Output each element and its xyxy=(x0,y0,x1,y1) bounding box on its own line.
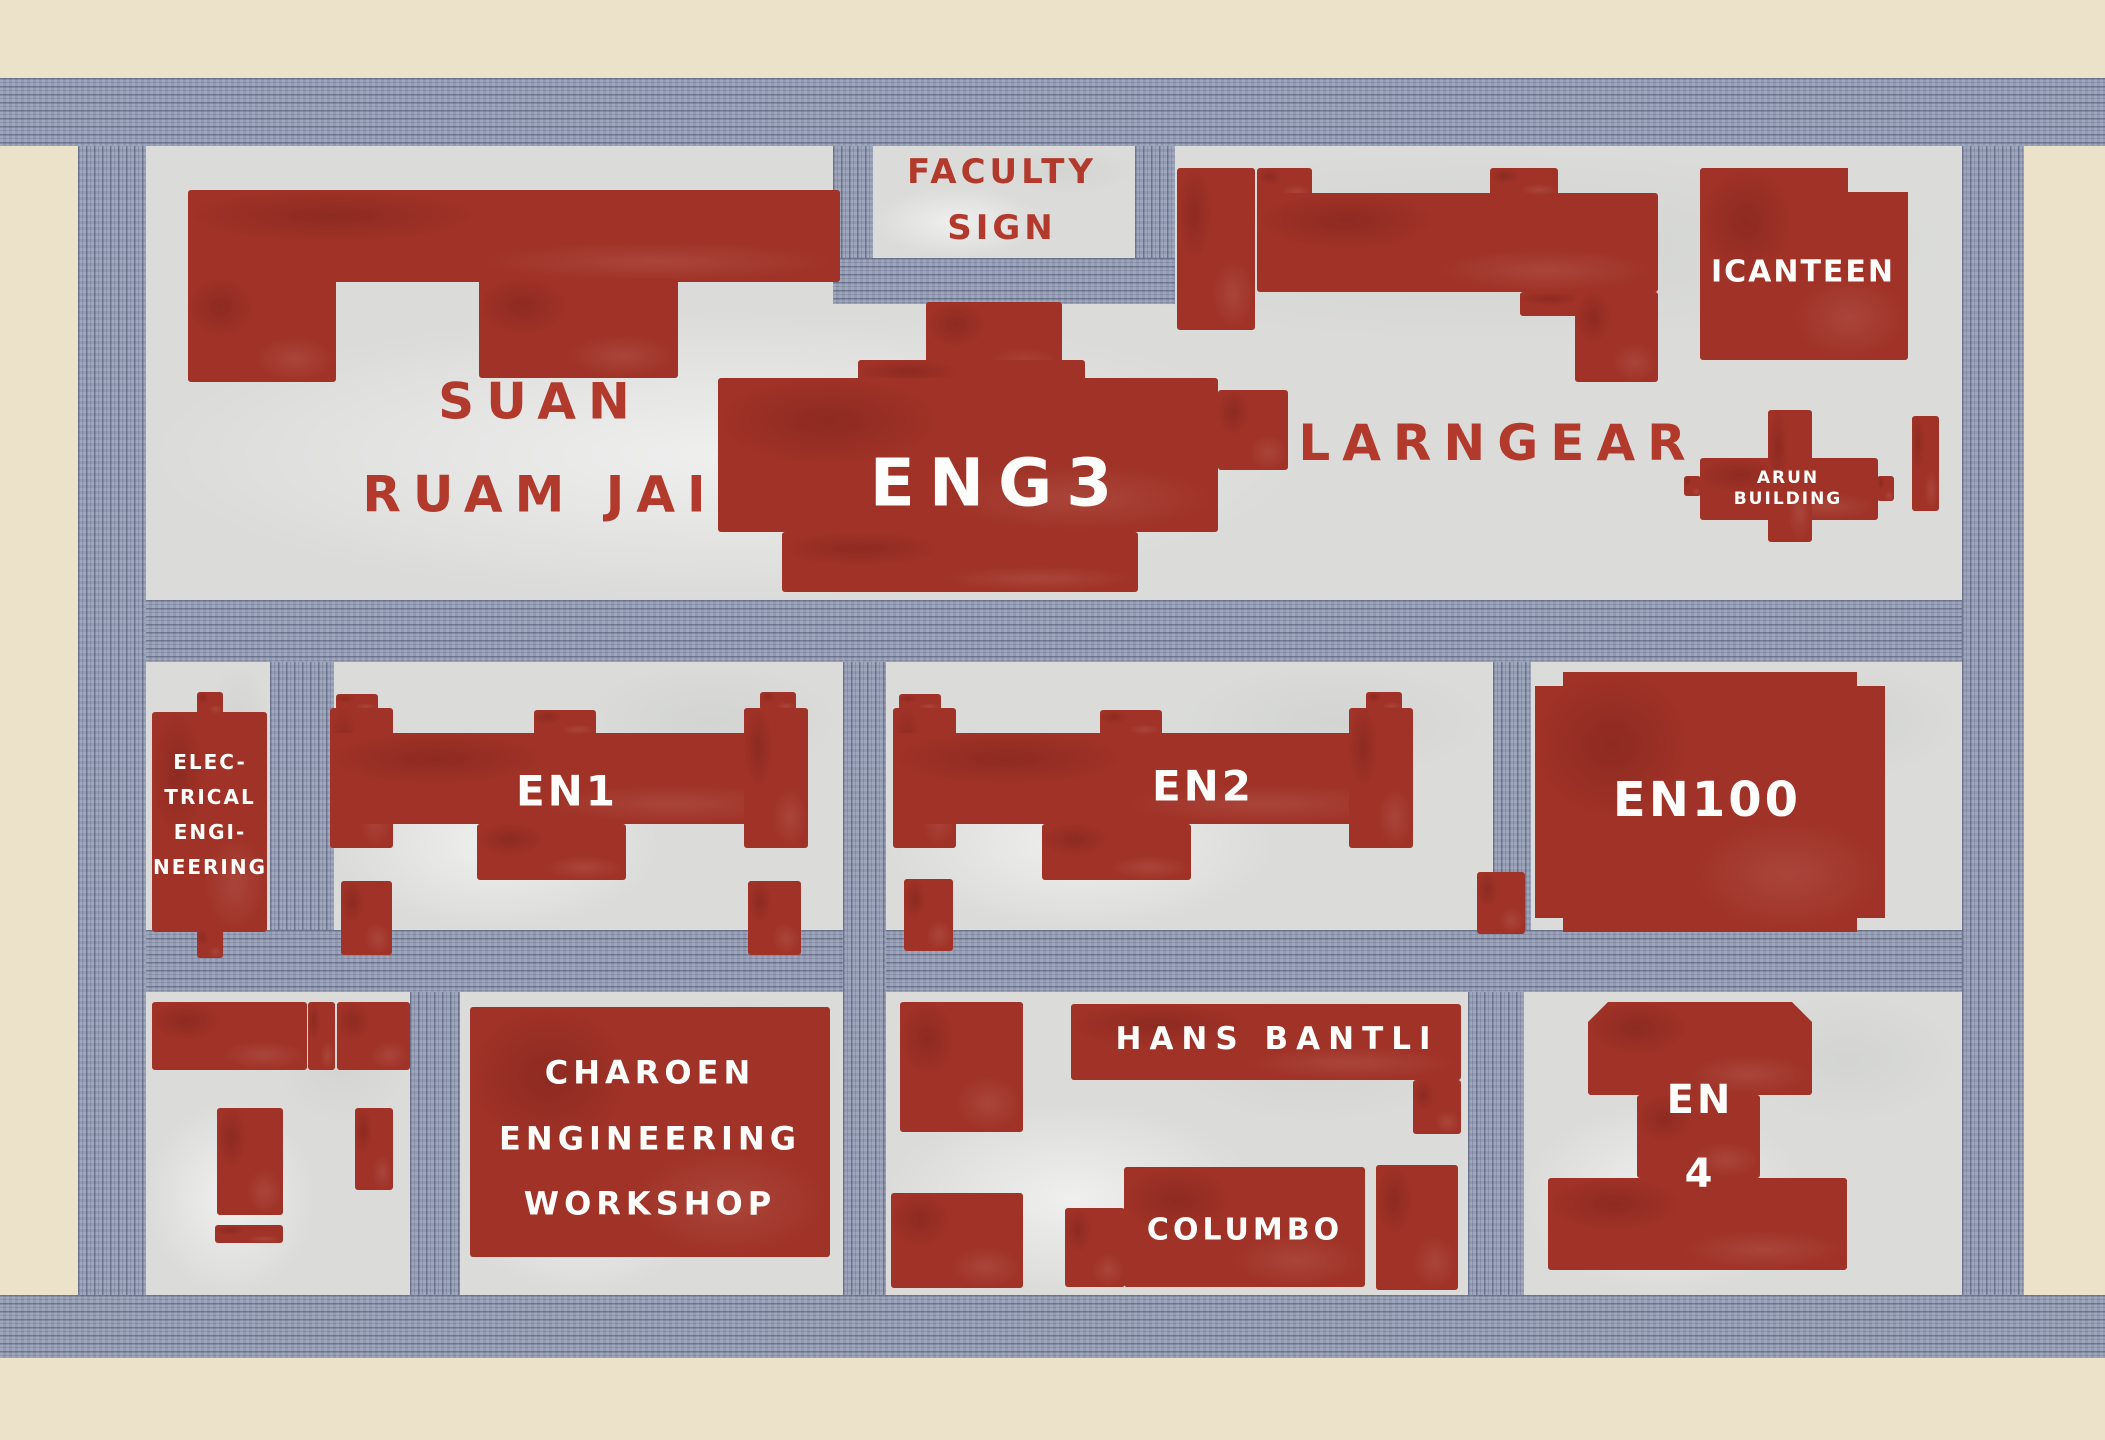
building-columbo-left-square xyxy=(891,1193,1023,1288)
label-columbo: COLUMBO xyxy=(1146,1212,1344,1248)
building-charoen-workshop xyxy=(470,1007,830,1257)
building-columbo-step xyxy=(1065,1208,1125,1287)
label-line: ENGI- xyxy=(173,820,247,844)
label-line: SUAN xyxy=(438,372,642,431)
building-en1-right-tower xyxy=(744,708,808,848)
label-line: ARUN xyxy=(1756,467,1820,488)
label-icanteen: ICANTEEN xyxy=(1710,254,1896,290)
label-line: ELEC- xyxy=(173,750,247,774)
road-right xyxy=(1962,146,2024,1295)
building-southwest-low-strip xyxy=(215,1225,283,1243)
building-larngear-step2 xyxy=(1575,292,1658,382)
building-en2-right-annex xyxy=(1477,872,1525,934)
building-en2-left-tab xyxy=(899,694,941,710)
building-en1-left-tab xyxy=(336,694,378,710)
building-eng3-left-leg xyxy=(188,278,336,382)
building-electrical-bottom-tab xyxy=(197,930,223,958)
road-middle-lower xyxy=(146,930,1962,992)
building-en1-right-tab xyxy=(760,692,796,710)
building-en4-bottom xyxy=(1548,1178,1847,1270)
block-faculty-sign xyxy=(873,146,1135,258)
building-en1-mid-tab xyxy=(534,710,596,735)
road-left xyxy=(78,146,146,1295)
building-southwest-square xyxy=(337,1002,410,1070)
building-electrical-main xyxy=(152,712,267,932)
building-en4-neck xyxy=(1637,1095,1760,1178)
label-line: FACULTY xyxy=(906,151,1098,192)
building-eng3-main xyxy=(718,378,1218,532)
label-faculty-sign: FACULTY SIGN xyxy=(907,144,1097,256)
building-electrical-top-tab xyxy=(197,692,223,714)
road-southwest-charoen xyxy=(410,992,460,1295)
building-eng3-top-bar xyxy=(188,190,840,282)
building-arun-side-bar xyxy=(1912,416,1939,511)
building-icanteen xyxy=(1700,168,1908,360)
building-larngear-top-notch xyxy=(1490,168,1558,196)
building-hans-right-leg xyxy=(1413,1080,1461,1134)
label-en1: EN1 xyxy=(515,766,619,816)
building-en1-center-bottom xyxy=(477,824,626,880)
building-en4-top xyxy=(1588,1002,1812,1095)
label-en100: EN100 xyxy=(1612,772,1802,828)
road-elec-en1 xyxy=(270,662,334,930)
building-arun-left-tab xyxy=(1684,476,1701,496)
label-larngear: LARNGEAR xyxy=(1298,414,1698,472)
road-center-vertical xyxy=(843,662,886,1295)
label-line: ENGINEERING xyxy=(499,1119,801,1158)
building-en2-center-bottom xyxy=(1042,824,1191,880)
label-line: TRICAL xyxy=(164,785,256,809)
building-eng3-annex-strip xyxy=(1177,168,1255,330)
building-en2-left-annex xyxy=(904,879,953,951)
road-middle-upper xyxy=(146,600,1962,662)
label-line: WORKSHOP xyxy=(523,1184,777,1223)
building-columbo-right-square xyxy=(1376,1165,1458,1290)
label-charoen-workshop: CHAROEN ENGINEERING WORKSHOP xyxy=(499,1041,801,1238)
label-electrical-engineering: ELEC- TRICAL ENGI- NEERING xyxy=(153,745,267,885)
label-hans-bantli: HANS BANTLI xyxy=(1115,1021,1439,1057)
road-top xyxy=(0,78,2105,146)
building-en1-right-annex xyxy=(748,881,801,955)
building-southwest-wide xyxy=(152,1002,307,1070)
building-eng3-right-arm xyxy=(1218,390,1288,470)
building-southwest-mid xyxy=(217,1108,283,1215)
building-southwest-strip xyxy=(308,1002,335,1070)
label-line: RUAM JAI xyxy=(362,465,718,523)
building-en2-right-tower xyxy=(1349,708,1413,848)
label-arun-building: ARUN BUILDING xyxy=(1734,468,1843,511)
label-line: SIGN xyxy=(947,208,1057,248)
label-line: CHAROEN xyxy=(544,1053,756,1092)
building-hans-bar xyxy=(1071,1004,1461,1080)
label-line: NEERING xyxy=(152,855,268,879)
building-columbo-main xyxy=(1124,1167,1365,1287)
road-faculty-under xyxy=(833,258,1175,304)
label-line: EN xyxy=(1666,1077,1734,1123)
label-en4: EN 4 xyxy=(1667,1063,1734,1211)
label-en2: EN2 xyxy=(1151,761,1255,811)
building-larngear-bar xyxy=(1257,193,1658,292)
label-line: 4 xyxy=(1684,1151,1716,1197)
building-en2-right-tab xyxy=(1366,692,1402,710)
building-hans-left-square xyxy=(900,1002,1023,1132)
label-eng3: ENG3 xyxy=(869,444,1127,522)
road-hans-en4 xyxy=(1468,992,1524,1295)
building-en2-mid-tab xyxy=(1100,710,1162,735)
building-eng3-lower xyxy=(782,532,1138,592)
building-en1-bar xyxy=(330,733,808,824)
building-arun-vertical xyxy=(1768,410,1812,542)
road-bottom xyxy=(0,1295,2105,1358)
building-en1-left-annex xyxy=(341,881,392,955)
label-line: BUILDING xyxy=(1733,489,1843,509)
label-suan-ruam-jai: SUAN RUAM JAI xyxy=(362,356,717,541)
building-en2-bar xyxy=(893,733,1413,824)
building-en100 xyxy=(1535,672,1885,932)
building-arun-right-tab xyxy=(1877,476,1894,501)
building-eng3-neck xyxy=(479,278,678,378)
building-southwest-small xyxy=(355,1108,393,1190)
